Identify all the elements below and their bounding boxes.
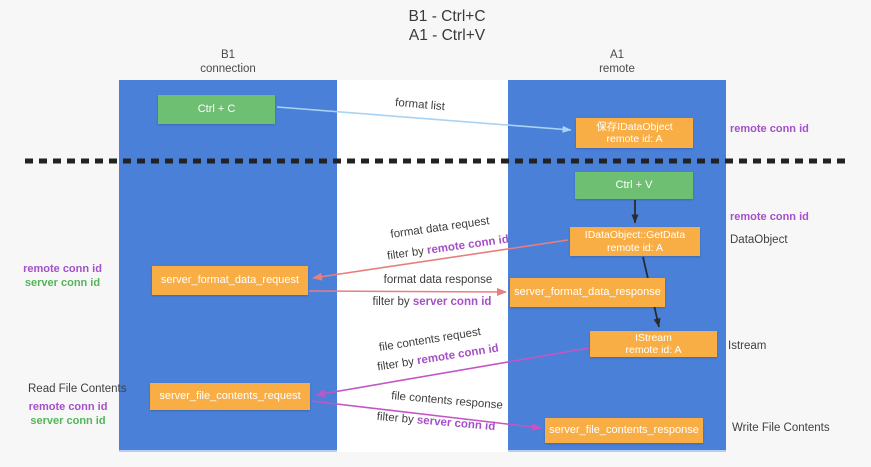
istream-line2: remote id: A	[625, 344, 682, 356]
getdata-line2: remote id: A	[606, 241, 664, 254]
ctrl-c-label: Ctrl + C	[197, 103, 236, 116]
server-file-contents-response-label: server_file_contents_response	[549, 424, 699, 437]
right-remote-conn-id-top: remote conn id	[730, 123, 809, 135]
server-conn-id-filter-2: server conn id	[412, 296, 492, 308]
dataobject-annotation: DataObject	[730, 234, 788, 246]
node-server-file-contents-request: server_file_contents_request	[150, 383, 310, 410]
left-server-conn-id-bottom: server conn id	[30, 415, 106, 427]
lane-b1-name: B1	[220, 49, 236, 61]
left-conn-id-block-bottom: remote conn id server conn id	[18, 400, 118, 428]
right-remote-conn-id-mid: remote conn id	[730, 211, 809, 223]
node-save-idataobject: 保存IDataObject remote id: A	[576, 118, 693, 148]
left-conn-id-block-top: remote conn id server conn id	[15, 262, 110, 290]
lane-header-b1: B1 connection	[119, 48, 337, 76]
title-line-1: B1 - Ctrl+C	[408, 8, 486, 25]
istream-annotation: Istream	[728, 340, 767, 352]
server-format-data-request-label: server_format_data_request	[160, 274, 300, 287]
node-server-file-contents-response: server_file_contents_response	[545, 418, 703, 443]
read-file-contents-annotation: Read File Contents	[28, 383, 127, 395]
getdata-line1: IDataObject::GetData	[584, 229, 686, 241]
format-data-response-label: format data response	[383, 274, 493, 286]
node-server-format-data-request: server_format_data_request	[152, 266, 308, 295]
lane-header-a1: A1 remote	[508, 48, 726, 76]
save-idataobject-line2: remote id: A	[606, 133, 663, 145]
lane-a1-name: A1	[609, 49, 625, 61]
node-ctrl-c: Ctrl + C	[158, 95, 275, 124]
server-format-data-response-label: server_format_data_response	[514, 286, 661, 299]
server-file-contents-request-label: server_file_contents_request	[159, 390, 301, 403]
title-line-2: A1 - Ctrl+V	[408, 27, 486, 44]
node-server-format-data-response: server_format_data_response	[510, 278, 665, 307]
node-ctrl-v: Ctrl + V	[575, 172, 693, 199]
lane-b1-subtitle: connection	[200, 63, 256, 75]
node-istream: IStream remote id: A	[590, 331, 717, 357]
istream-line1: IStream	[635, 331, 672, 344]
write-file-contents-annotation: Write File Contents	[732, 422, 830, 434]
node-idataobject-getdata: IDataObject::GetData remote id: A	[570, 227, 700, 256]
save-idataobject-line1: 保存IDataObject	[596, 120, 673, 133]
lane-a1-subtitle: remote	[599, 63, 635, 75]
left-remote-conn-id-top: remote conn id	[23, 263, 102, 275]
format-data-response-filter-label: filter by server conn id	[352, 296, 512, 308]
diagram-title: B1 - Ctrl+C A1 - Ctrl+V	[347, 7, 547, 45]
ctrl-v-label: Ctrl + V	[615, 179, 653, 192]
filter-by-text-2: filter by	[372, 296, 413, 308]
left-remote-conn-id-bottom: remote conn id	[28, 401, 108, 413]
left-server-conn-id-top: server conn id	[24, 277, 101, 289]
